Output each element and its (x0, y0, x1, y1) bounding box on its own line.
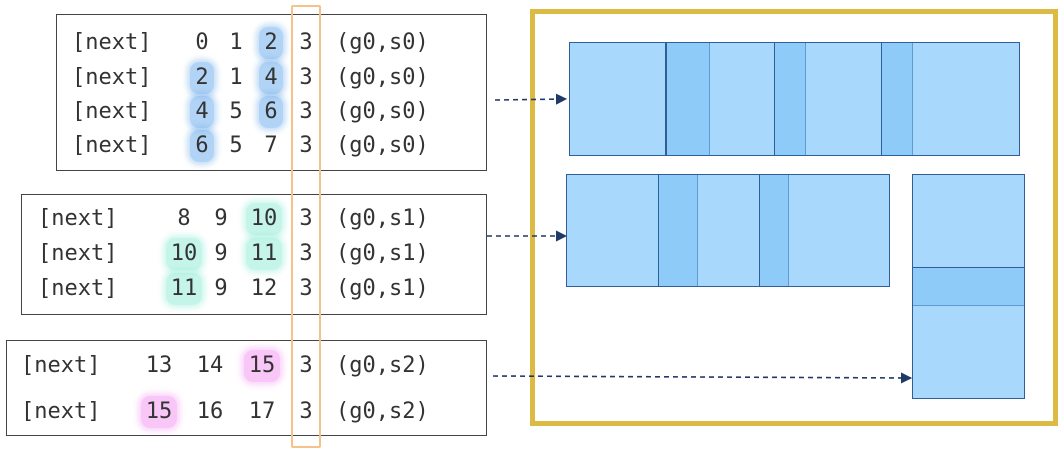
highlight-glow (244, 350, 280, 382)
value-c: 17 (248, 399, 276, 424)
group-stream-tag: (g0,s1) (336, 206, 429, 231)
column-highlight-box (291, 5, 321, 448)
keyword-next: [next] (38, 241, 118, 266)
block-s0-divider (665, 43, 667, 155)
group-stream-tag: (g0,s0) (336, 99, 429, 124)
value-b: 5 (229, 133, 243, 158)
highlight-glow (190, 96, 214, 128)
highlight-glow (190, 130, 214, 162)
keyword-next: [next] (72, 65, 152, 90)
block-s0-shaded-segment (774, 43, 806, 155)
group-s0-box (56, 14, 487, 171)
arrow-s0 (494, 93, 568, 105)
value-b: 5 (229, 99, 243, 124)
value-c: 4 (264, 65, 278, 90)
value-b: 14 (196, 353, 224, 378)
value-c: 7 (264, 133, 278, 158)
highlight-glow (190, 62, 214, 94)
highlight-glow (246, 238, 282, 270)
highlight-glow (141, 396, 177, 428)
group-stream-tag: (g0,s1) (336, 276, 429, 301)
value-d: 3 (299, 241, 313, 266)
value-a: 2 (195, 65, 209, 90)
value-b: 1 (229, 30, 243, 55)
value-d: 3 (299, 206, 313, 231)
arrow-s2 (492, 372, 913, 384)
highlight-glow (259, 96, 283, 128)
value-a: 11 (170, 276, 198, 301)
block-s1 (566, 174, 890, 287)
keyword-next: [next] (72, 133, 152, 158)
block-s0-shaded-segment (666, 43, 710, 155)
value-c: 10 (250, 206, 278, 231)
highlight-glow (166, 273, 202, 305)
value-b: 9 (214, 276, 228, 301)
value-d: 3 (299, 65, 313, 90)
value-c: 6 (264, 99, 278, 124)
block-s2-shaded-band (913, 267, 1024, 306)
highlight-glow (166, 238, 202, 270)
block-s0 (569, 42, 1020, 156)
value-a: 13 (145, 353, 173, 378)
value-a: 6 (195, 133, 209, 158)
value-d: 3 (299, 353, 313, 378)
group-stream-tag: (g0,s2) (336, 399, 429, 424)
keyword-next: [next] (21, 353, 101, 378)
value-a: 4 (195, 99, 209, 124)
memory-frame (530, 9, 1058, 426)
block-s0-shaded-segment (881, 43, 913, 155)
value-d: 3 (299, 276, 313, 301)
group-stream-tag: (g0,s2) (336, 353, 429, 378)
group-stream-tag: (g0,s0) (336, 30, 429, 55)
value-b: 9 (214, 206, 228, 231)
block-s1-shaded-segment (658, 175, 698, 286)
value-d: 3 (299, 399, 313, 424)
value-a: 15 (145, 399, 173, 424)
keyword-next: [next] (72, 30, 152, 55)
value-c: 11 (250, 241, 278, 266)
value-a: 8 (177, 206, 191, 231)
value-d: 3 (299, 30, 313, 55)
group-stream-tag: (g0,s1) (336, 241, 429, 266)
value-c: 2 (264, 30, 278, 55)
highlight-glow (259, 27, 283, 59)
group-stream-tag: (g0,s0) (336, 133, 429, 158)
value-a: 0 (195, 30, 209, 55)
group-stream-tag: (g0,s0) (336, 65, 429, 90)
value-b: 1 (229, 65, 243, 90)
value-b: 16 (196, 399, 224, 424)
highlight-glow (246, 203, 282, 235)
keyword-next: [next] (38, 206, 118, 231)
value-d: 3 (299, 99, 313, 124)
keyword-next: [next] (72, 99, 152, 124)
group-s2-box (6, 340, 487, 436)
keyword-next: [next] (38, 276, 118, 301)
value-a: 10 (170, 241, 198, 266)
value-c: 12 (250, 276, 278, 301)
value-d: 3 (299, 133, 313, 158)
keyword-next: [next] (21, 399, 101, 424)
group-s1-box (21, 194, 487, 315)
block-s1-shaded-segment (759, 175, 789, 286)
highlight-glow (259, 62, 283, 94)
value-b: 9 (214, 241, 228, 266)
block-s2 (912, 174, 1025, 399)
value-c: 15 (248, 353, 276, 378)
